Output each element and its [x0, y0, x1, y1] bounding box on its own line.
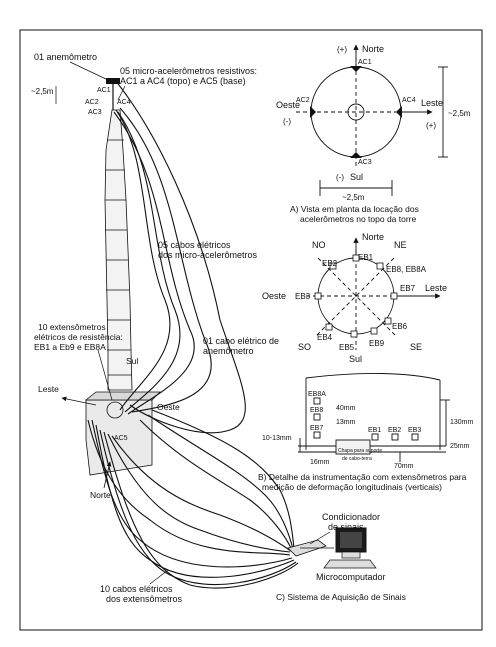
height-marker-label: ~2,5m: [31, 87, 54, 96]
panel-a-dim-bottom: ~2,5m: [342, 193, 365, 202]
accel-cables-label-1: 05 cabos elétricos: [158, 240, 231, 250]
signal-conditioner-icon: [287, 539, 334, 557]
anemometer-icon: [106, 78, 120, 110]
page-border: [19, 29, 483, 631]
panel-a-ac2: AC2: [296, 97, 310, 104]
panel-a-sul-label: Sul: [350, 172, 363, 182]
panel-b-eb4: EB4: [317, 333, 333, 342]
strain-label-3: EB1 a Eb9 e EB8A: [34, 342, 106, 352]
panel-b-eb3: EB3: [295, 292, 311, 301]
cable-bundle: [87, 79, 299, 589]
panel-b-norte: Norte: [362, 232, 384, 242]
detail-plate-2: de cabo-terra: [342, 456, 372, 462]
accel-detail-label: AC1 a AC4 (topo) e AC5 (base): [120, 76, 246, 86]
detail-d13: 13mm: [336, 419, 356, 426]
detail-d70: 70mm: [394, 463, 414, 470]
detail-eb2: EB2: [388, 427, 401, 434]
detail-eb8: EB8: [310, 407, 323, 414]
detail-d1013: 10-13mm: [262, 435, 292, 442]
panel-a-ac4: AC4: [402, 97, 416, 104]
detail-plate: Chapa para suporte: [338, 448, 382, 454]
anem-cable-label-1: 01 cabo elétrico de: [203, 336, 279, 346]
panel-a-ac1: AC1: [358, 59, 372, 66]
tower-structure: [104, 109, 133, 391]
tower-ac4-label: AC4: [117, 99, 131, 106]
detail-d130: 130mm: [450, 419, 474, 426]
conditioner-label-2: de sinais: [328, 522, 364, 532]
tower-ac1-label: AC1: [97, 87, 111, 94]
panel-a-plus-right: (+): [426, 121, 436, 130]
anemometer-label: 01 anemômetro: [34, 52, 97, 62]
accel-cables-label-2: dos micro-acelerômetros: [158, 250, 258, 260]
panel-a-dim-right: ~2,5m: [448, 109, 471, 118]
tower-ac5-label: AC5: [114, 435, 128, 442]
tower-norte-label: Norte: [90, 490, 111, 500]
panel-a-minus-bottom: (-): [336, 173, 344, 182]
panel-b-eb6: EB6: [392, 322, 408, 331]
tower-ac3-label: AC3: [88, 109, 102, 116]
panel-b-eb8: EB8, EB8A: [386, 265, 427, 274]
accel-heading-label: 05 micro-acelerômetros resistivos:: [120, 66, 257, 76]
panel-b-oeste: Oeste: [262, 291, 286, 301]
panel-a-caption-1: A) Vista em planta da locação dos: [290, 204, 419, 214]
panel-b-detail-drawing: [298, 373, 450, 462]
tower-ac2-label: AC2: [85, 99, 99, 106]
panel-a-leste-label: Leste: [421, 98, 443, 108]
panel-b-eb2: EB2: [322, 259, 338, 268]
panel-b-no: NO: [312, 240, 326, 250]
panel-c-caption: C) Sistema de Aquisição de Sinais: [276, 592, 406, 602]
panel-b-caption-2: medição de deformação longitudinais (ver…: [262, 482, 442, 492]
panel-a-caption-2: acelerômetros no topo da torre: [300, 214, 417, 224]
strain-label-1: 10 extensômetros: [38, 322, 106, 332]
microcomputer-icon: [323, 527, 377, 569]
panel-b-leste: Leste: [425, 283, 447, 293]
panel-b-eb9: EB9: [369, 339, 385, 348]
anem-cable-label-2: anemômetro: [203, 346, 254, 356]
panel-b-strain-markers: [314, 254, 398, 338]
tower-oeste-label: Oeste: [157, 402, 180, 412]
conditioner-label-1: Condicionador: [322, 512, 380, 522]
detail-d16: 16mm: [310, 459, 330, 466]
tower-leste-label: Leste: [38, 384, 59, 394]
panel-b-sul: Sul: [349, 354, 362, 364]
panel-b-ne: NE: [394, 240, 407, 250]
panel-b-se: SE: [410, 342, 422, 352]
detail-eb3: EB3: [408, 427, 421, 434]
detail-eb1: EB1: [368, 427, 381, 434]
tower-sul-label: Sul: [126, 356, 138, 366]
strain-label-2: elétricos de resistência:: [34, 332, 123, 342]
detail-d25: 25mm: [450, 443, 470, 450]
panel-a-ac3: AC3: [358, 159, 372, 166]
panel-a-minus-left: (-): [283, 117, 291, 126]
panel-b-eb5: EB5: [339, 343, 355, 352]
computer-label: Microcomputador: [316, 572, 386, 582]
detail-eb8a: EB8A: [308, 391, 326, 398]
strain-cables-label-1: 10 cabos elétricos: [100, 584, 173, 594]
detail-d40: 40mm: [336, 405, 356, 412]
panel-b-eb1: EB1: [358, 253, 374, 262]
panel-b-so: SO: [298, 342, 311, 352]
panel-a-oeste-label: Oeste: [276, 100, 300, 110]
detail-eb7: EB7: [310, 425, 323, 432]
strain-cables-label-2: dos extensômetros: [106, 594, 183, 604]
panel-a-norte-label: Norte: [362, 44, 384, 54]
panel-a-accel-markers: [310, 66, 402, 158]
panel-b-caption-1: B) Detalhe da instrumentação com extensô…: [258, 472, 467, 482]
panel-b-eb7: EB7: [400, 284, 416, 293]
panel-a-plus-top: (+): [337, 45, 347, 54]
